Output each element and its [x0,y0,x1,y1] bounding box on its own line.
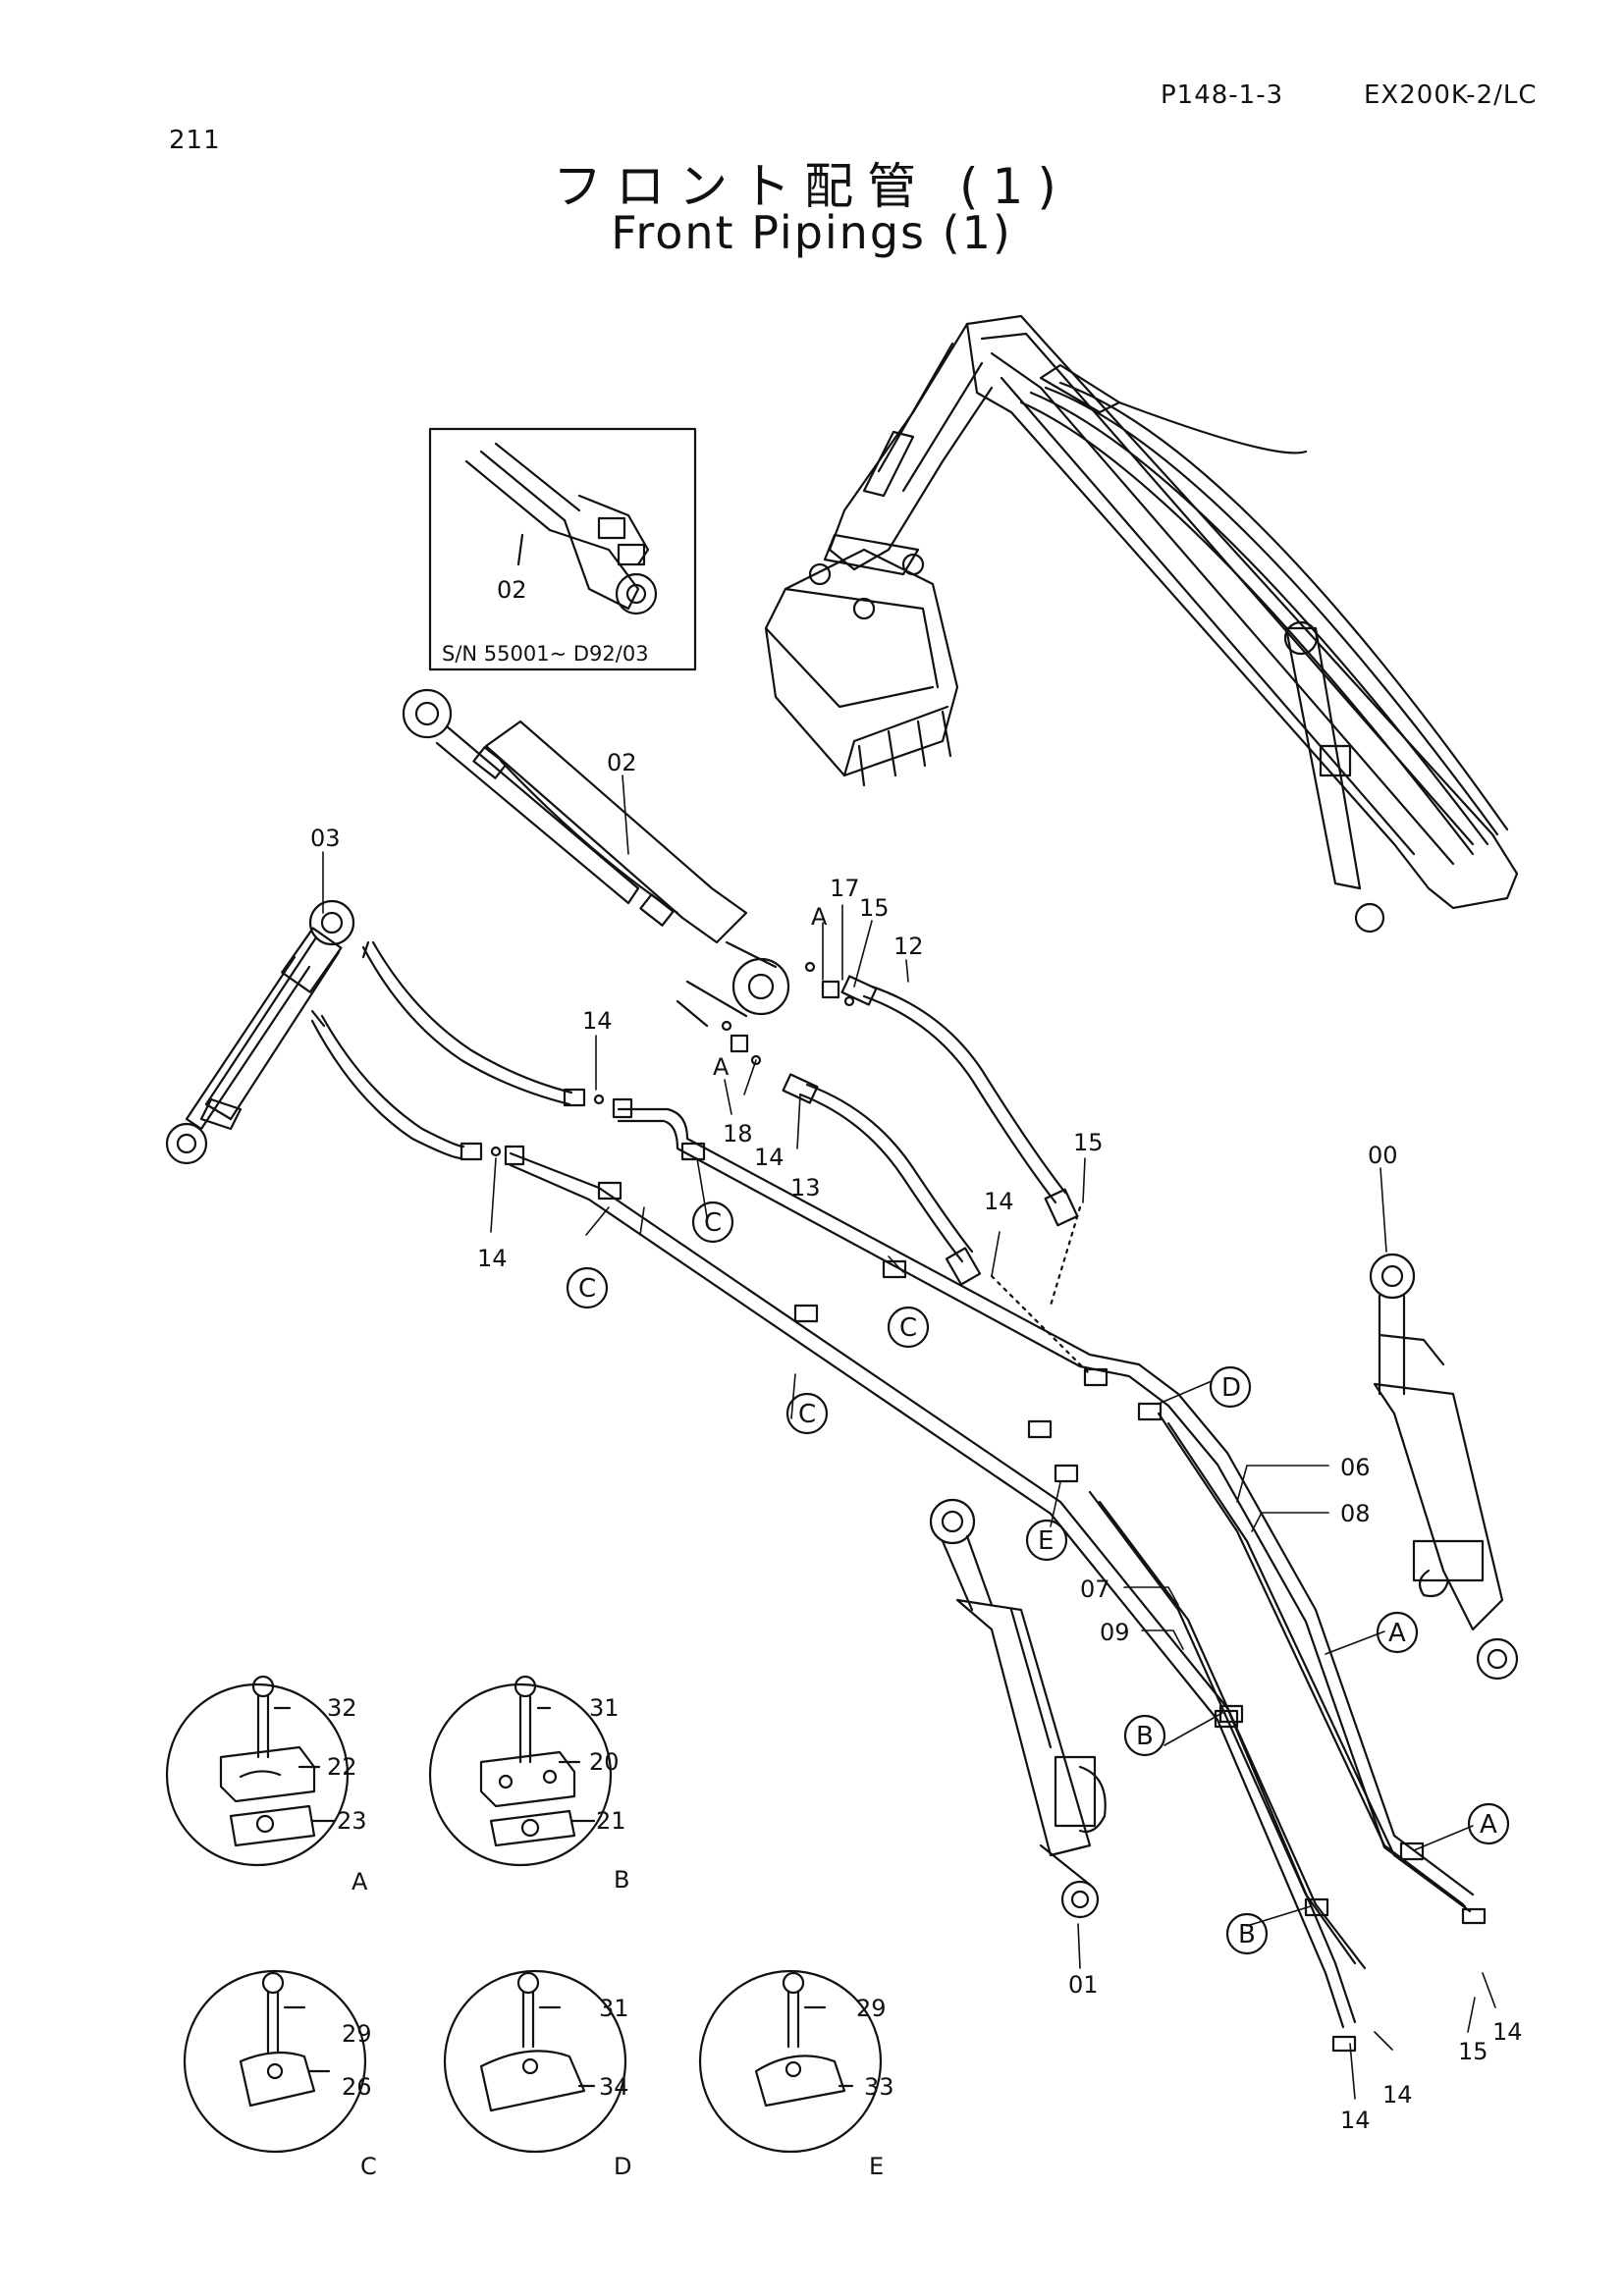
detail-view-e-drawing [698,1969,883,2154]
excavator-front-illustration [764,314,1519,934]
label-07: 07 [1080,1575,1110,1603]
label-09: 09 [1100,1619,1130,1646]
detail-b-lower: 21 [596,1807,626,1835]
model-code: EX200K-2/LC [1364,80,1538,110]
callout-e: E [1038,1526,1054,1556]
callout-b-1: B [1136,1722,1154,1751]
detail-view-a-drawing [165,1675,350,1867]
label-14-lower-hose: 14 [477,1245,508,1272]
cylinder-01 [929,1498,1107,1919]
callout-c-3: C [899,1313,917,1343]
reference-code: P148-1-3 [1161,80,1284,110]
label-point-a-lower: A [713,1053,730,1081]
label-14-bottom-mid: 14 [1382,2081,1413,2109]
callout-c-4: C [798,1400,816,1429]
detail-b-view: B [614,1866,629,1894]
callout-c-1: C [704,1208,722,1238]
page-number: 211 [169,126,221,155]
label-14-bottom-right: 14 [1492,2018,1523,2046]
callout-circles [566,1201,1510,1955]
detail-e-clamp: 33 [864,2073,894,2101]
label-14-mid: 14 [754,1144,784,1171]
callout-a-1: A [1388,1619,1406,1648]
detail-d-view: D [614,2153,631,2180]
inset-label-02: 02 [497,576,527,604]
callout-c-2: C [578,1274,596,1304]
detail-e-view: E [869,2153,884,2180]
detail-a-lower: 23 [337,1807,367,1835]
leader-lines [322,774,1496,2100]
label-point-a-upper: A [811,903,828,931]
detail-a-view: A [352,1868,368,1896]
detail-c-view: C [360,2153,377,2180]
label-03: 03 [310,825,341,852]
label-17: 17 [830,875,860,902]
cylinder-02 [402,688,790,1016]
label-15-right: 15 [1073,1129,1104,1156]
label-06: 06 [1340,1454,1371,1481]
label-15-bottom: 15 [1458,2038,1488,2065]
label-14-right: 14 [984,1188,1014,1215]
detail-e-bolt: 29 [856,1995,887,2022]
detail-a-upper: 22 [327,1753,357,1781]
detail-view-b-drawing [428,1675,613,1867]
label-00: 00 [1368,1142,1398,1169]
title-english: Front Pipings (1) [611,206,1012,259]
detail-c-clamp: 26 [342,2073,372,2101]
label-01: 01 [1068,1971,1099,1999]
detail-d-clamp: 34 [599,2073,629,2101]
hydraulic-lines [310,940,1475,2029]
label-14-bottom-left: 14 [1340,2107,1371,2134]
callout-d: D [1221,1373,1241,1403]
callout-b-2: B [1238,1920,1256,1949]
cylinder-00 [1369,1253,1519,1681]
detail-b-bolt: 31 [589,1694,620,1722]
detail-d-bolt: 31 [599,1995,629,2022]
cylinder-03 [165,899,370,1165]
inset-serial-note: S/N 55001~ D92/03 [442,642,649,666]
label-18: 18 [723,1120,753,1148]
detail-c-bolt: 29 [342,2020,372,2048]
detail-view-c-drawing [183,1969,367,2154]
serial-inset [428,427,697,671]
title-japanese: フロント配管 (1) [553,158,1070,215]
label-14-upper-hose: 14 [582,1007,613,1035]
detail-b-upper: 20 [589,1748,620,1776]
detail-a-bolt: 32 [327,1694,357,1722]
detail-view-d-drawing [443,1969,627,2154]
label-02: 02 [607,749,637,776]
label-15-upper: 15 [859,894,890,922]
fittings [460,961,1487,2053]
label-13: 13 [790,1174,821,1201]
label-12: 12 [893,933,924,960]
callout-a-2: A [1480,1810,1497,1840]
label-08: 08 [1340,1500,1371,1527]
